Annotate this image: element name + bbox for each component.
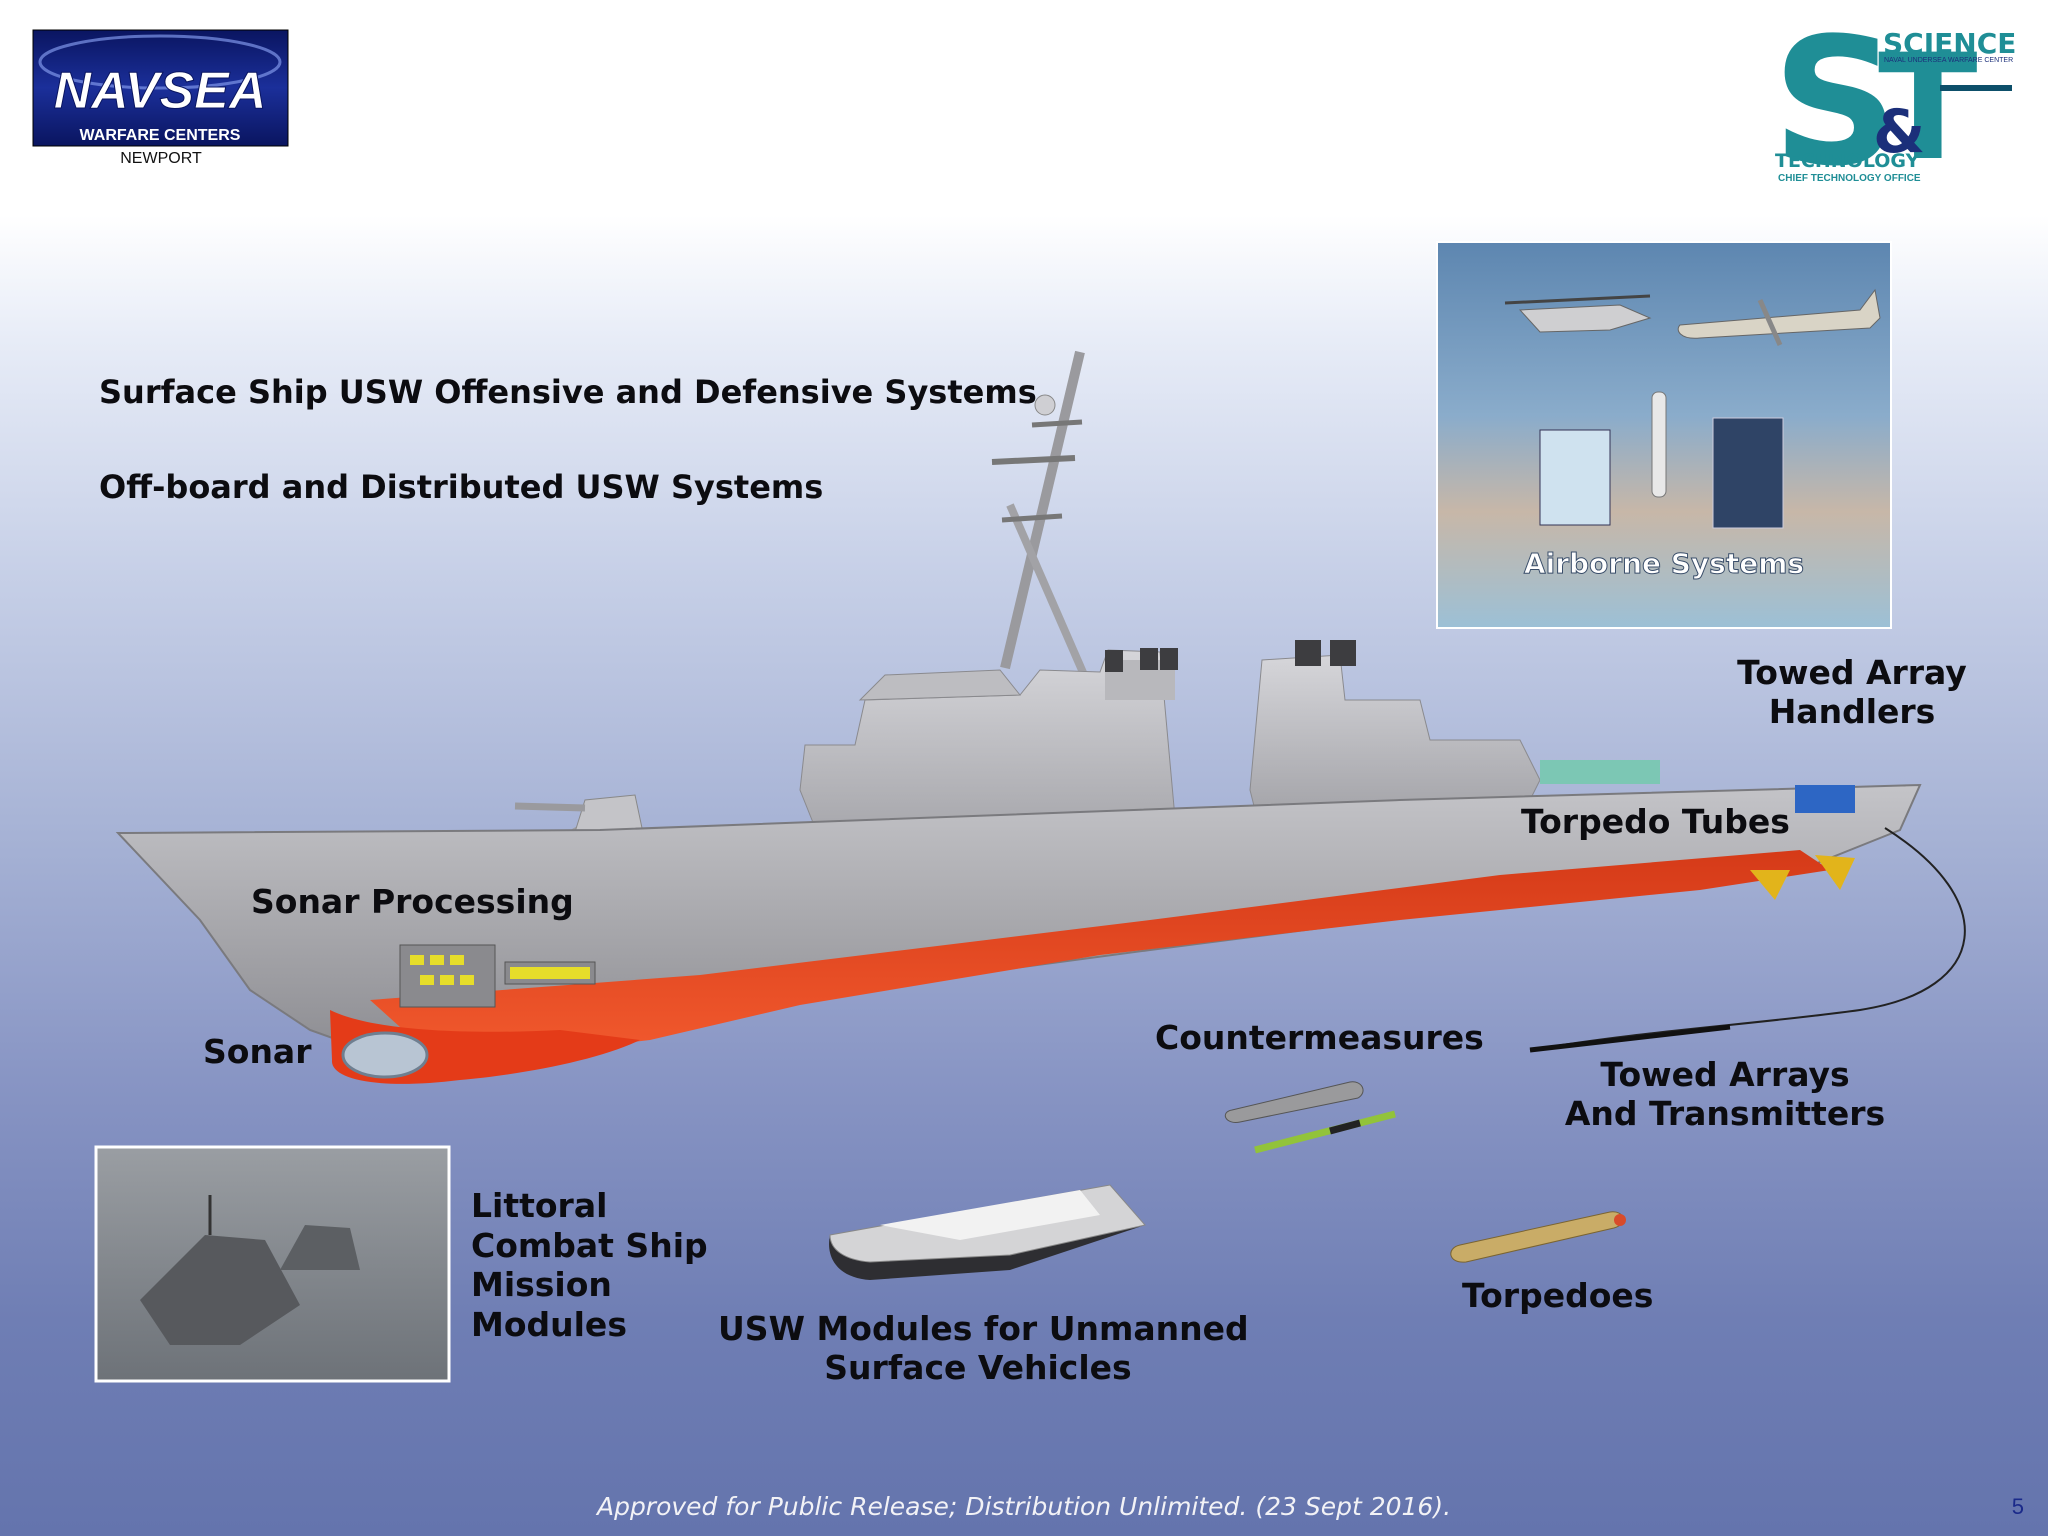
ship-hull xyxy=(115,783,1922,1084)
navsea-emblem: NAVSEA WARFARE CENTERS NEWPORT xyxy=(32,29,289,167)
torpedo-graphic xyxy=(1450,1211,1626,1263)
navsea-wordmark: NAVSEA xyxy=(54,62,267,120)
towed-array xyxy=(1529,1024,1731,1053)
navsea-subtitle: WARFARE CENTERS xyxy=(80,127,241,144)
sonobuoy-tile xyxy=(1539,429,1611,526)
label-towed-arrays-line1: Towed Arrays xyxy=(1600,1055,1850,1094)
lcs-photo xyxy=(94,1145,451,1383)
page-number: 5 xyxy=(2011,1494,2024,1519)
sonar-processing-panels xyxy=(399,944,596,1008)
st-logo-t: T xyxy=(1878,23,1978,193)
label-littoral-line2: Combat Ship xyxy=(471,1225,708,1265)
usv-graphic xyxy=(829,1184,1146,1280)
label-usw-modules-line2: Surface Vehicles xyxy=(824,1347,1132,1387)
st-logo-ampersand: & xyxy=(1873,97,1925,167)
label-towed-arrays: Towed Arrays And Transmitters xyxy=(1560,1055,1890,1134)
helicopter-icon xyxy=(1504,294,1652,333)
ship-silhouette xyxy=(1940,85,2012,91)
airborne-caption: Airborne Systems xyxy=(1524,547,1804,580)
airborne-systems-panel: Airborne Systems xyxy=(1436,241,1892,629)
label-littoral-combat-ship: Littoral Combat Ship Mission Modules xyxy=(471,1186,708,1344)
label-torpedo-tubes: Torpedo Tubes xyxy=(1521,802,1790,841)
label-towed-array-handlers-line1: Towed Array xyxy=(1737,653,1967,692)
heading-offboard: Off-board and Distributed USW Systems xyxy=(99,468,824,506)
sonobuoy-icon xyxy=(1651,391,1667,498)
label-torpedoes: Torpedoes xyxy=(1462,1276,1654,1315)
st-logo-technology: TECHNOLOGY xyxy=(1775,150,1920,172)
st-logo-science: SCIENCE xyxy=(1883,27,2016,60)
label-towed-array-handlers: Towed Array Handlers xyxy=(1712,653,1992,732)
label-countermeasures: Countermeasures xyxy=(1155,1018,1484,1057)
release-statement: Approved for Public Release; Distributio… xyxy=(596,1492,1452,1521)
label-littoral-line3: Mission xyxy=(471,1265,612,1305)
navsea-location: NEWPORT xyxy=(120,150,202,167)
heading-surface-ship: Surface Ship USW Offensive and Defensive… xyxy=(99,373,1037,411)
tow-cable xyxy=(1529,827,1966,1051)
ship-mast xyxy=(991,350,1099,702)
aircraft-icon xyxy=(1677,288,1881,347)
label-sonar-processing: Sonar Processing xyxy=(251,882,574,921)
label-towed-array-handlers-line2: Handlers xyxy=(1768,691,1936,731)
st-logo: S T & SCIENCE NAVAL UNDERSEA WARFARE CEN… xyxy=(1772,0,2016,200)
label-usw-modules-line1: USW Modules for Unmanned xyxy=(718,1309,1249,1348)
countermeasure-devices xyxy=(1224,1081,1396,1154)
label-towed-arrays-line2: And Transmitters xyxy=(1564,1093,1886,1133)
dipping-sonar-tile xyxy=(1712,417,1784,529)
ship-superstructure-aft xyxy=(1249,640,1660,811)
st-logo-cto: CHIEF TECHNOLOGY OFFICE xyxy=(1778,173,1921,184)
ship-superstructure-forward xyxy=(799,648,1178,841)
label-usw-modules: USW Modules for Unmanned Surface Vehicle… xyxy=(718,1309,1249,1388)
st-logo-sub-top: NAVAL UNDERSEA WARFARE CENTER xyxy=(1884,57,2013,64)
label-littoral-line4: Modules xyxy=(471,1304,627,1344)
label-sonar: Sonar xyxy=(203,1032,312,1071)
label-littoral-line1: Littoral xyxy=(471,1186,608,1225)
st-logo-s: S xyxy=(1772,0,1899,200)
